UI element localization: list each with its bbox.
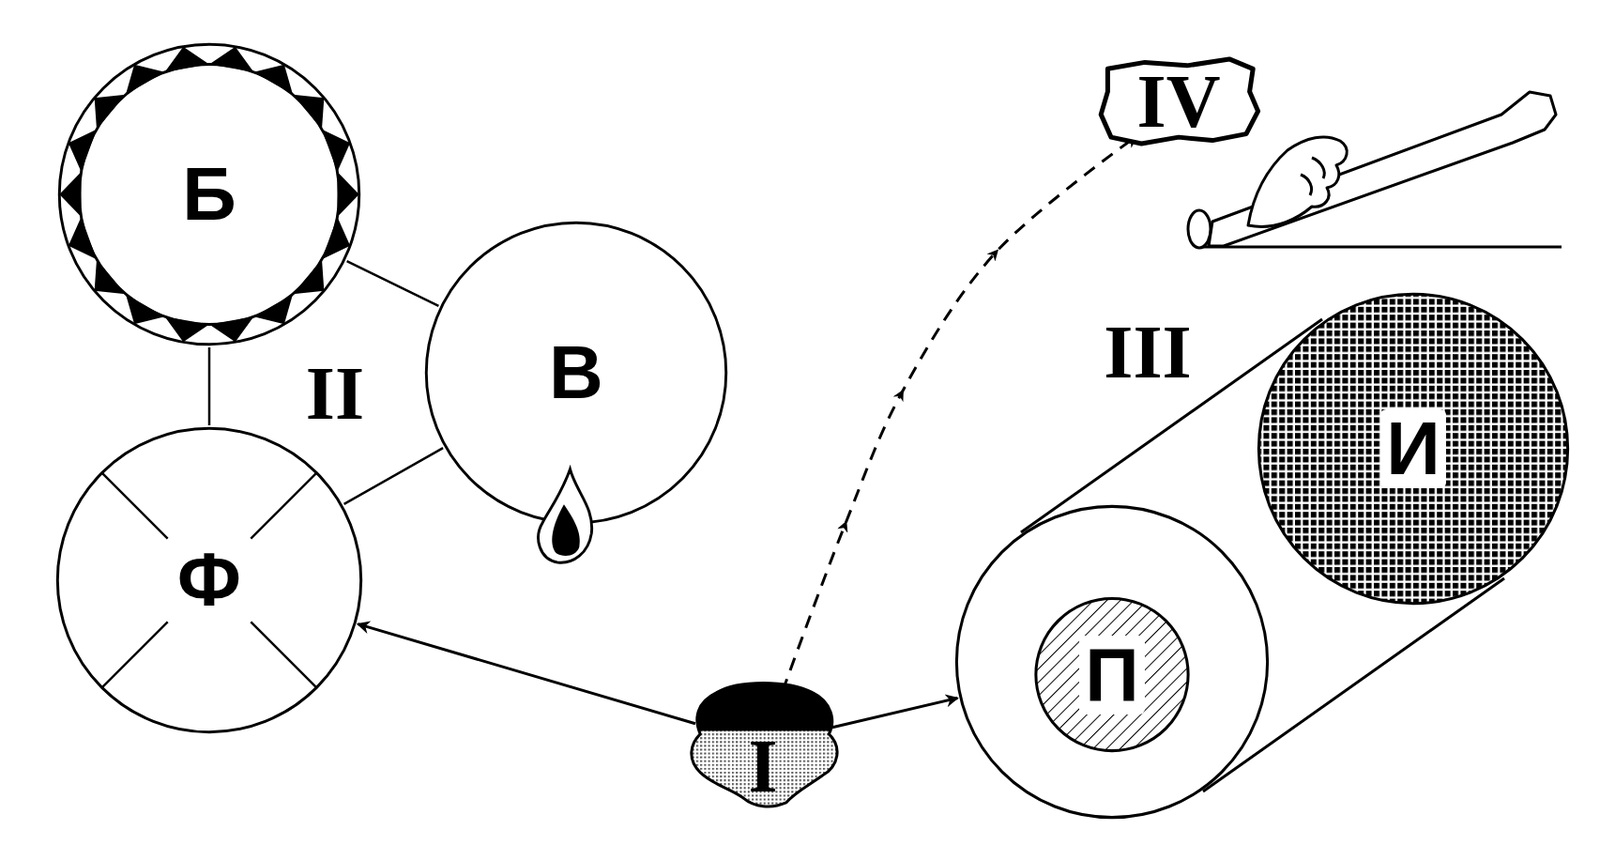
- target-blob: IV: [1094, 52, 1264, 151]
- blob-outline: [1100, 59, 1258, 144]
- node-letter: И: [1380, 409, 1447, 488]
- stipple-fill: [691, 682, 838, 807]
- flame-circle: В: [423, 219, 730, 526]
- node-letter: I: [747, 728, 778, 804]
- flame-symbol: [538, 469, 593, 564]
- connector: [357, 624, 696, 724]
- divider-line: [102, 472, 168, 539]
- flame-core: [551, 503, 580, 556]
- quartered-circle: Ф: [54, 425, 365, 735]
- ground-circle: [1258, 293, 1568, 603]
- divider-line: [102, 621, 168, 687]
- outer-circle: [59, 44, 359, 344]
- outer-circle: [956, 505, 1267, 817]
- region-numeral: III: [1103, 314, 1191, 390]
- node-letter: В: [548, 335, 604, 411]
- source-blob: I: [680, 679, 846, 808]
- blob-outline: [691, 682, 838, 807]
- connector: [832, 697, 959, 727]
- inner-circle: [78, 63, 339, 324]
- divider-line: [250, 621, 317, 687]
- connector: [347, 260, 440, 306]
- connector: [344, 447, 443, 504]
- region-numeral: II: [305, 355, 365, 431]
- node-letter: Б: [182, 156, 237, 232]
- tooth-band: [59, 46, 359, 343]
- node-letter: IV: [1137, 63, 1221, 139]
- connector: [208, 347, 212, 426]
- dotted-circle: [1258, 293, 1568, 603]
- node-letter: П: [1079, 635, 1145, 715]
- outer-circle: [57, 427, 361, 732]
- hatched-core: [1036, 597, 1189, 750]
- node-letter: Ф: [177, 542, 242, 618]
- outer-circle: [426, 222, 726, 522]
- cylinder-back-circle: И: [1255, 290, 1571, 607]
- divider-line: [250, 472, 317, 539]
- dark-cap: [691, 682, 838, 731]
- toothed-ring-circle: Б: [56, 41, 363, 348]
- cylinder-front-circle: П: [953, 502, 1271, 821]
